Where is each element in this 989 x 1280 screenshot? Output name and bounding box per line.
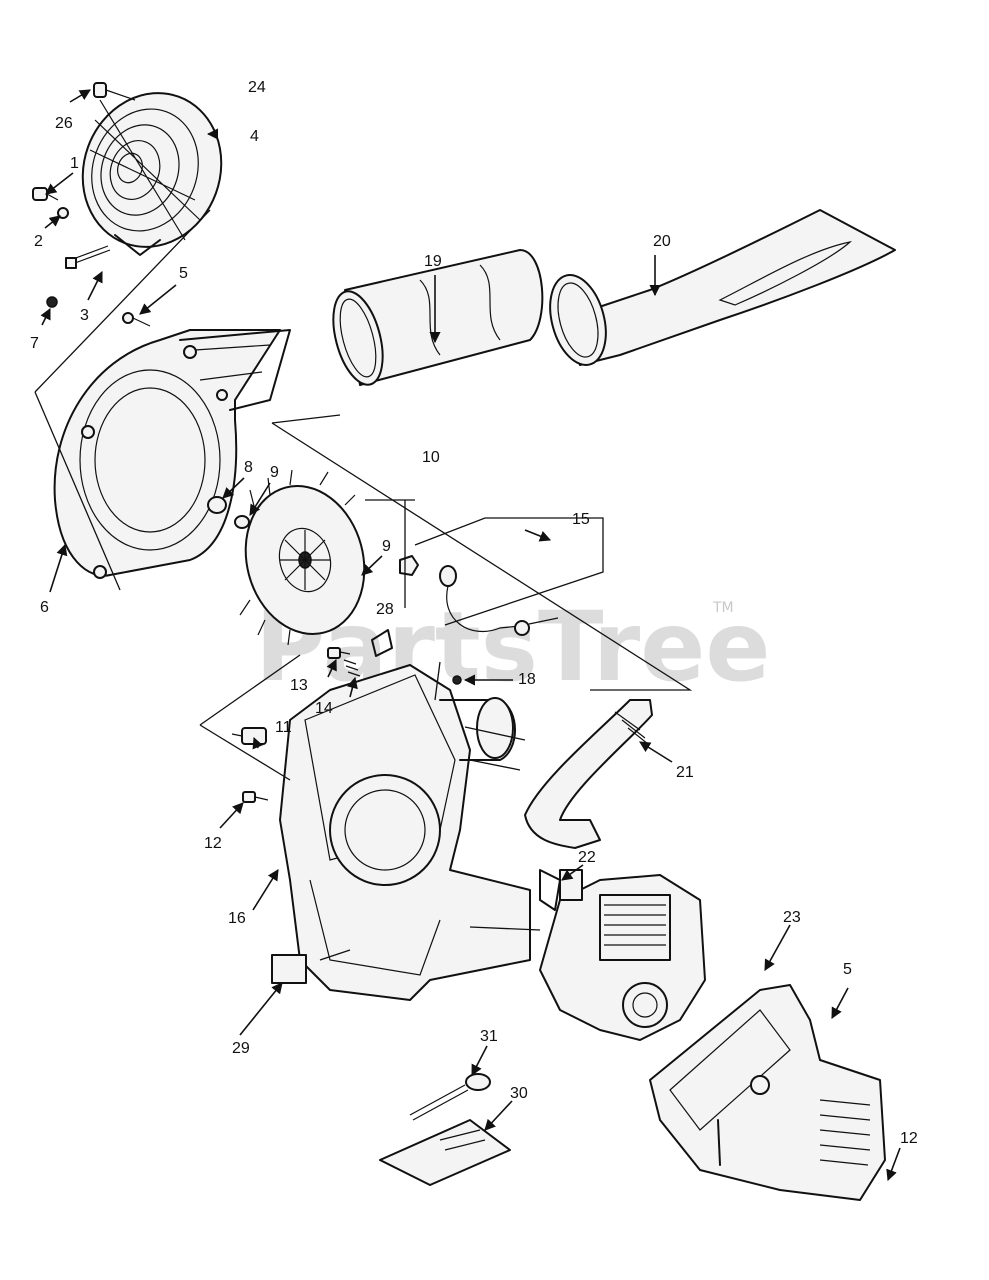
callout-4: 4: [250, 128, 259, 145]
part-ignition-wire: [439, 565, 559, 636]
callout-18: 18: [518, 671, 536, 688]
part-small-hardware: [231, 629, 462, 803]
part-engine-cover: [649, 984, 886, 1201]
part-handle: [524, 699, 653, 849]
callout-8: 8: [244, 459, 253, 476]
callout-13: 13: [290, 677, 308, 694]
callout-28: 28: [376, 601, 394, 618]
callout-21: 21: [676, 764, 694, 781]
callout-12b: 12: [900, 1130, 918, 1147]
part-blower-nozzle: [549, 209, 896, 366]
callout-5a: 5: [179, 265, 188, 282]
assembly-leader-lines: [34, 209, 693, 961]
callout-9b: 9: [382, 538, 391, 555]
part-blower-tube: [332, 249, 544, 386]
callout-15: 15: [572, 511, 590, 528]
callout-26: 26: [55, 115, 73, 132]
callout-5b: 5: [843, 961, 852, 978]
callout-arrows: [40, 89, 901, 1182]
part-impeller: [239, 469, 366, 646]
callout-10: 10: [422, 449, 440, 466]
callout-20: 20: [653, 233, 671, 250]
callout-1: 1: [70, 155, 79, 172]
callout-6: 6: [40, 599, 49, 616]
part-main-housing: [271, 664, 531, 1001]
callout-7: 7: [30, 335, 39, 352]
callout-14: 14: [315, 700, 333, 717]
callout-3: 3: [80, 307, 89, 324]
part-engine: [539, 869, 706, 1041]
callout-23: 23: [783, 909, 801, 926]
part-screws-cover: [32, 82, 151, 327]
callout-9a: 9: [270, 464, 279, 481]
watermark-trademark: TM: [712, 600, 734, 616]
callout-19: 19: [424, 253, 442, 270]
callout-31: 31: [480, 1028, 498, 1045]
callout-22: 22: [578, 849, 596, 866]
callout-24: 24: [248, 79, 266, 96]
part-blower-housing-left: [53, 329, 291, 579]
callout-labels: 24 26 4 1 2 5 3 7 19 20 10 8 9 15 9 6 28…: [30, 79, 918, 1147]
part-manual-and-tool: [379, 1073, 511, 1186]
callout-29: 29: [232, 1040, 250, 1057]
callout-30: 30: [510, 1085, 528, 1102]
callout-11: 11: [275, 719, 292, 736]
callout-2: 2: [34, 233, 43, 250]
part-intake-cover: [81, 92, 223, 256]
callout-16: 16: [228, 910, 246, 927]
callout-12a: 12: [204, 835, 222, 852]
